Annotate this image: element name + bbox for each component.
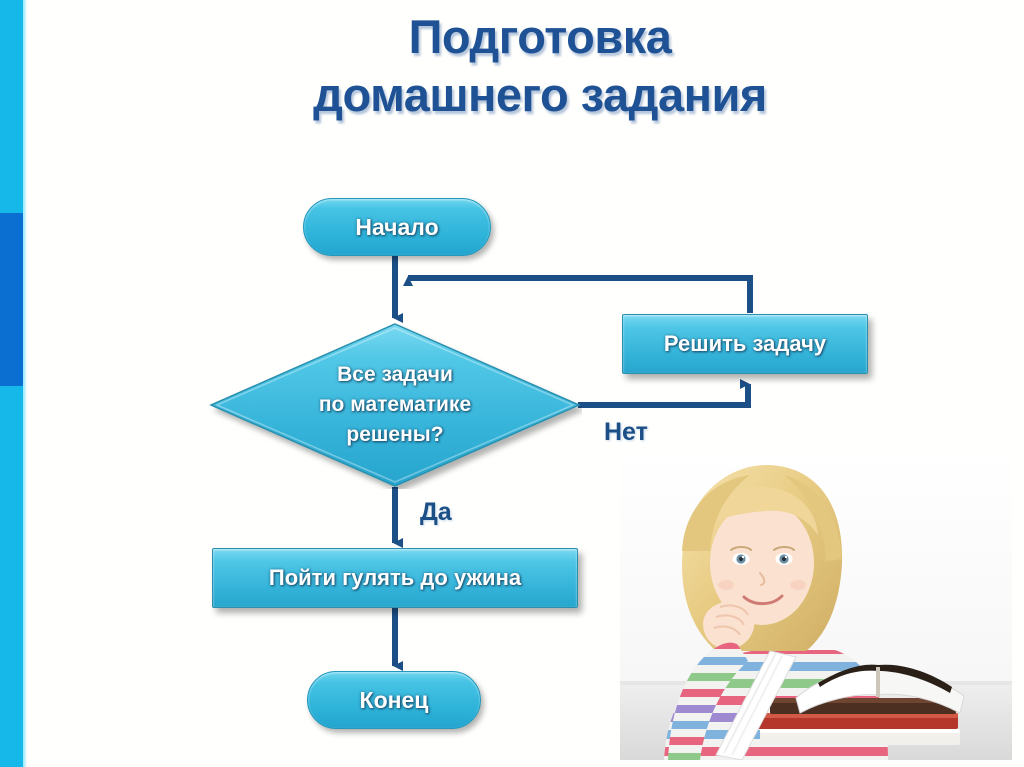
edge-solve-to-decision — [403, 275, 753, 313]
slide-title: Подготовка домашнего задания — [313, 10, 767, 121]
flow-node-walk-label: Пойти гулять до ужина — [268, 565, 522, 590]
flow-node-decision[interactable]: Все задачи по математике решены? — [208, 321, 582, 489]
flow-node-start-label: Начало — [355, 213, 439, 240]
flow-node-end[interactable]: Конец — [307, 671, 481, 729]
flow-node-start[interactable]: Начало — [303, 198, 491, 256]
left-accent-stripe-gloss — [23, 0, 27, 767]
flow-node-walk[interactable]: Пойти гулять до ужина — [212, 548, 578, 608]
flow-node-end-label: Конец — [359, 686, 429, 713]
girl-with-books-illustration — [620, 455, 1012, 760]
girl-with-books-photo — [620, 455, 1012, 760]
flow-node-solve-label: Решить задачу — [663, 331, 827, 356]
edge-decision-no-to-solve — [578, 379, 751, 408]
flow-node-solve[interactable]: Решить задачу — [622, 314, 868, 374]
branch-label-yes: Да — [420, 498, 452, 526]
decision-diamond-shape — [209, 323, 581, 487]
left-accent-stripe-segment — [0, 213, 23, 386]
left-accent-stripe — [0, 0, 23, 767]
branch-label-no: Нет — [604, 418, 648, 446]
